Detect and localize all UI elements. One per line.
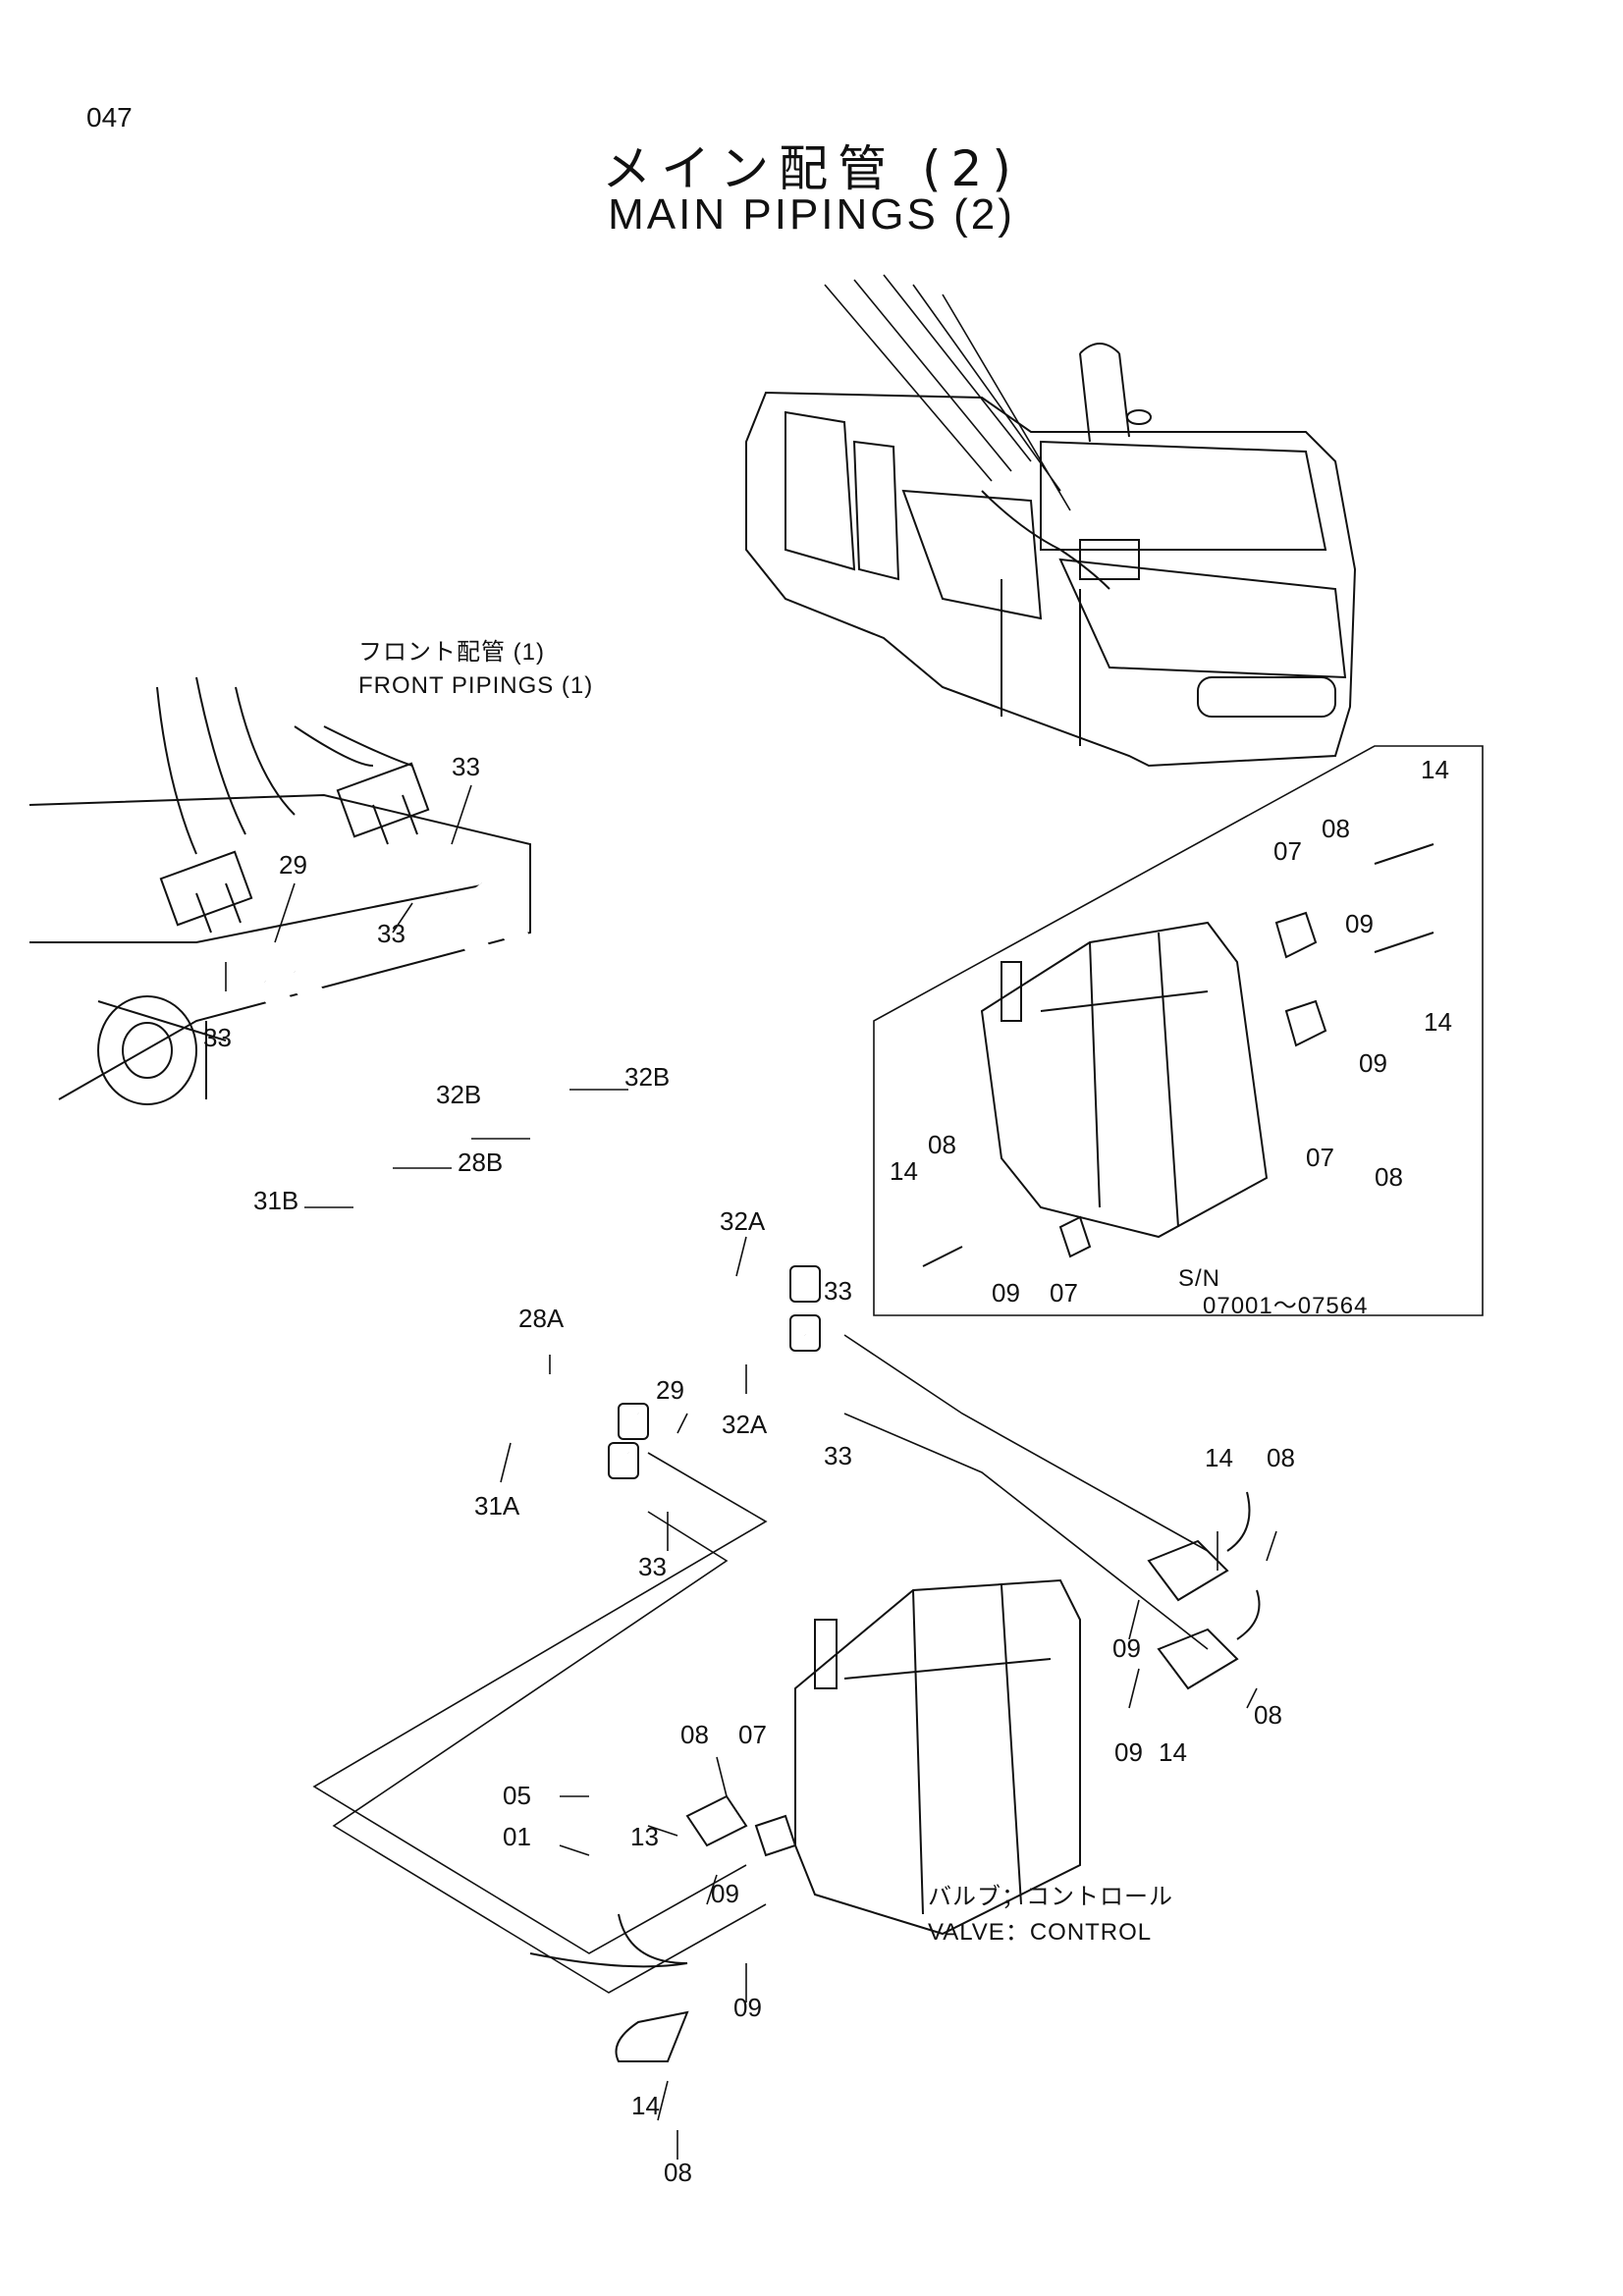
callout-08: 08	[680, 1720, 709, 1749]
callout-32b: 32B	[436, 1080, 481, 1109]
front-pipings-note-jp: フロント配管 (1)	[358, 639, 545, 666]
callout-28b: 28B	[458, 1148, 503, 1177]
page-title-japanese: メイン配管 (2)	[602, 140, 1021, 197]
callout-33: 33	[824, 1441, 852, 1470]
callout-33: 33	[638, 1552, 667, 1581]
front-pipings-note-en: FRONT PIPINGS (1)	[358, 672, 593, 699]
callout-05: 05	[503, 1781, 531, 1810]
front-boom-illustration	[28, 676, 531, 1105]
callout-09: 09	[1345, 909, 1374, 938]
page-number: 047	[86, 102, 133, 133]
callout-32a: 32A	[720, 1206, 766, 1236]
callout-08: 08	[928, 1130, 956, 1159]
part-callouts: 33 29 33 33 32B 32B 28B 31B 32A 28A 33 3…	[203, 752, 1452, 2187]
leader-lines	[225, 784, 1277, 2160]
callout-09: 09	[733, 1993, 762, 2022]
callout-28a: 28A	[518, 1304, 565, 1333]
callout-31a: 31A	[474, 1491, 520, 1521]
callout-14: 14	[1424, 1007, 1452, 1037]
callout-14: 14	[1421, 755, 1449, 784]
callout-14: 14	[1159, 1737, 1187, 1767]
callout-33: 33	[452, 752, 480, 781]
callout-08: 08	[1375, 1162, 1403, 1192]
callout-08: 08	[1322, 814, 1350, 843]
hoses	[255, 876, 821, 1479]
callout-08: 08	[1267, 1443, 1295, 1472]
callout-33: 33	[203, 1023, 232, 1052]
callout-09: 09	[1359, 1048, 1387, 1078]
callout-14: 14	[1205, 1443, 1233, 1472]
callout-29: 29	[656, 1375, 684, 1405]
callout-01: 01	[503, 1822, 531, 1851]
callout-14: 14	[631, 2091, 660, 2120]
serial-number-range: 07001～07564	[1203, 1293, 1368, 1319]
serial-number-label: S/N	[1178, 1265, 1220, 1292]
control-valve-note-jp: バルブ；コントロール	[928, 1884, 1173, 1910]
callout-09: 09	[1114, 1737, 1143, 1767]
callout-33: 33	[377, 919, 406, 948]
callout-07: 07	[1273, 836, 1302, 866]
callout-14: 14	[890, 1156, 918, 1186]
callout-33: 33	[824, 1276, 852, 1306]
inset-control-valve	[873, 745, 1484, 1316]
callout-31b: 31B	[253, 1186, 298, 1215]
callout-08: 08	[1254, 1700, 1282, 1730]
callout-09: 09	[1112, 1633, 1141, 1663]
callout-08: 08	[664, 2158, 692, 2187]
callout-07: 07	[1050, 1278, 1078, 1308]
excavator-overview-illustration	[745, 274, 1357, 768]
callout-32b: 32B	[624, 1062, 670, 1092]
callout-07: 07	[738, 1720, 767, 1749]
callout-29: 29	[279, 850, 307, 880]
control-valve-note-en: VALVE：CONTROL	[928, 1919, 1152, 1946]
page-title-english: MAIN PIPINGS (2)	[608, 190, 1015, 239]
callout-09: 09	[711, 1879, 739, 1908]
callout-32a: 32A	[722, 1410, 768, 1439]
callout-09: 09	[992, 1278, 1020, 1308]
callout-13: 13	[630, 1822, 659, 1851]
callout-07: 07	[1306, 1143, 1334, 1172]
